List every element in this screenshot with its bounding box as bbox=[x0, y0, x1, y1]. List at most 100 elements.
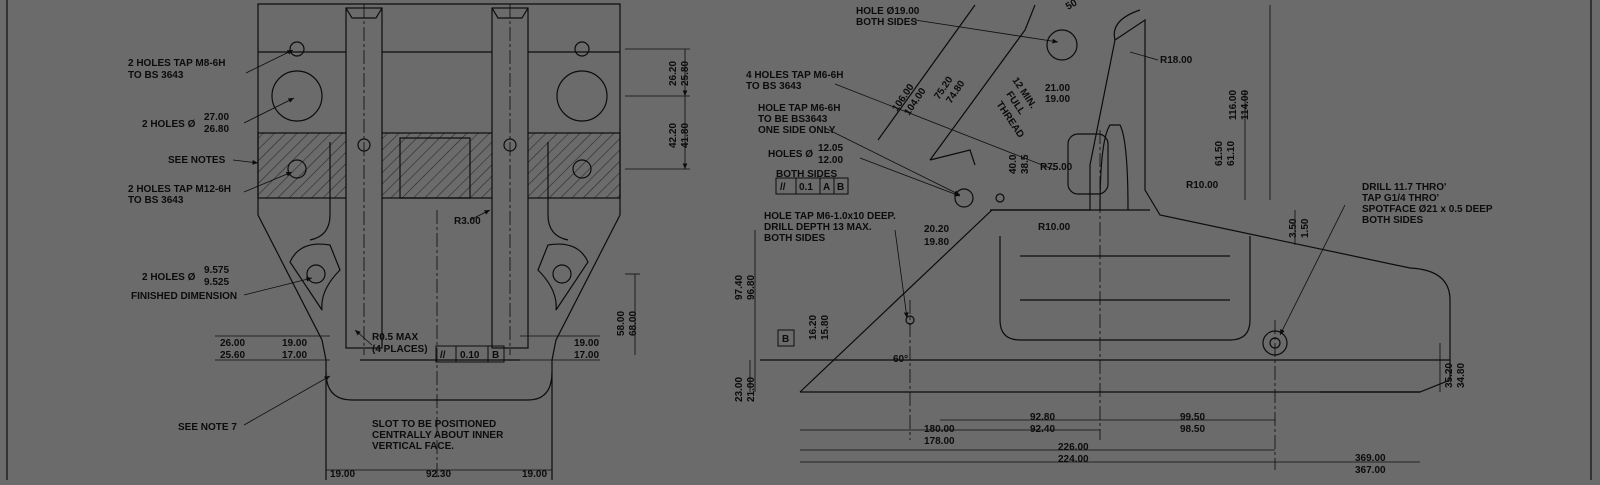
dim-58-00: 58.00 bbox=[616, 311, 627, 336]
right-body-outline bbox=[799, 18, 1451, 393]
fcf-left-symbol: // bbox=[440, 350, 446, 361]
fcf-right-datum1: A bbox=[823, 182, 830, 193]
note-tap-m8-line2: TO BS 3643 bbox=[128, 70, 184, 81]
dim-35-20: 35.20 bbox=[1444, 363, 1455, 388]
dim-61-10: 61.10 bbox=[1226, 141, 1237, 166]
dim-98-50: 98.50 bbox=[1180, 424, 1205, 435]
note-slot-line2: CENTRALLY ABOUT INNER bbox=[372, 430, 504, 441]
dim-r10-upper: R10.00 bbox=[1186, 180, 1219, 191]
dim-19-80: 19.80 bbox=[924, 237, 949, 248]
note-tapone-line2: TO BE BS3643 bbox=[758, 114, 828, 125]
left-view bbox=[215, 3, 690, 480]
dim-21-00: 21.00 bbox=[1045, 83, 1070, 94]
note-slot-line1: SLOT TO BE POSITIONED bbox=[372, 419, 496, 430]
right-view-labels: HOLE Ø19.00 BOTH SIDES 4 HOLES TAP M6-6H… bbox=[734, 0, 1493, 476]
note-r3: R3.00 bbox=[454, 216, 481, 227]
dim-61-50: 61.50 bbox=[1214, 141, 1225, 166]
dim-224: 224.00 bbox=[1058, 454, 1089, 465]
dim-3-50: 3.50 bbox=[1288, 218, 1299, 238]
note-see-notes: SEE NOTES bbox=[168, 155, 226, 166]
dim-19-bottom-left: 19.00 bbox=[330, 469, 355, 480]
note-drill-line4: BOTH SIDES bbox=[1362, 215, 1423, 226]
dim-26-00: 26.00 bbox=[220, 338, 245, 349]
dim-92-40: 92.40 bbox=[1030, 424, 1055, 435]
note-holes9575-upper: 9.575 bbox=[204, 265, 229, 276]
dim-96-80: 96.80 bbox=[746, 275, 757, 300]
dim-19-00: 19.00 bbox=[1045, 94, 1070, 105]
dim-19-00-right: 19.00 bbox=[574, 338, 599, 349]
note-holes27-lower: 26.80 bbox=[204, 124, 229, 135]
dim-23-00: 23.00 bbox=[734, 377, 745, 402]
datum-b-label: B bbox=[782, 334, 789, 345]
note-both-sides: BOTH SIDES bbox=[776, 169, 837, 180]
left-body-outline bbox=[257, 3, 621, 401]
dim-r10-lower: R10.00 bbox=[1038, 222, 1071, 233]
note-hole19-line1: HOLE Ø19.00 bbox=[856, 6, 920, 17]
note-holes12-prefix: HOLES Ø bbox=[768, 149, 813, 160]
dim-50: 50 bbox=[1064, 0, 1080, 13]
dim-19-bottom-right: 19.00 bbox=[522, 469, 547, 480]
note-tapone-line3: ONE SIDE ONLY bbox=[758, 125, 836, 136]
dim-114: 114.00 bbox=[1240, 90, 1251, 120]
dim-180: 180.00 bbox=[924, 424, 955, 435]
note-r05-line1: R0.5 MAX bbox=[372, 332, 418, 343]
fcf-right-symbol: // bbox=[780, 182, 786, 193]
fcf-right-value: 0.1 bbox=[799, 182, 813, 193]
note-holes27-prefix: 2 HOLES Ø bbox=[142, 119, 196, 130]
sheet-frame bbox=[6, 0, 1592, 480]
hatched-section bbox=[257, 132, 621, 199]
dim-17-00-right: 17.00 bbox=[574, 350, 599, 361]
note-holes9575-prefix: 2 HOLES Ø bbox=[142, 272, 196, 283]
note-tapone-line1: HOLE TAP M6-6H bbox=[758, 103, 840, 114]
note-tap4-line1: 4 HOLES TAP M6-6H bbox=[746, 70, 843, 81]
dim-r18: R18.00 bbox=[1160, 55, 1193, 66]
dim-16-20: 16.20 bbox=[808, 315, 819, 340]
note-tap-m8-line1: 2 HOLES TAP M8-6H bbox=[128, 58, 225, 69]
note-finished-dimension: FINISHED DIMENSION bbox=[131, 291, 237, 302]
fcf-right: // 0.1 A B bbox=[775, 177, 849, 195]
note-drill-line2: TAP G1/4 THRO' bbox=[1362, 193, 1439, 204]
note-holes27-upper: 27.00 bbox=[204, 112, 229, 123]
dim-92-80: 92.80 bbox=[1030, 412, 1055, 423]
note-drill-line1: DRILL 11.7 THRO' bbox=[1362, 182, 1446, 193]
note-slot-line3: VERTICAL FACE. bbox=[372, 441, 454, 452]
dim-25-60: 25.60 bbox=[220, 350, 245, 361]
note-drill-line3: SPOTFACE Ø21 x 0.5 DEEP bbox=[1362, 204, 1493, 215]
dim-26-20: 26.20 bbox=[668, 61, 679, 86]
dim-20-20: 20.20 bbox=[924, 224, 949, 235]
dim-42-20: 42.20 bbox=[668, 123, 679, 148]
dim-15-80: 15.80 bbox=[820, 315, 831, 340]
dim-226: 226.00 bbox=[1058, 442, 1089, 453]
dim-1-50: 1.50 bbox=[1300, 218, 1311, 238]
dim-34-80: 34.80 bbox=[1456, 363, 1467, 388]
note-holes12-lower: 12.00 bbox=[818, 155, 843, 166]
fcf-left-datum: B bbox=[492, 350, 499, 361]
dim-38-5: 38.5 bbox=[1020, 154, 1031, 174]
fcf-left-value: 0.10 bbox=[460, 350, 480, 361]
dim-116: 116.00 bbox=[1228, 90, 1239, 120]
note-tap4-line2: TO BS 3643 bbox=[746, 81, 802, 92]
dim-178: 178.00 bbox=[924, 436, 955, 447]
note-see-note-7: SEE NOTE 7 bbox=[178, 422, 237, 433]
dim-367: 367.00 bbox=[1355, 465, 1386, 476]
dim-19-00-left: 19.00 bbox=[282, 338, 307, 349]
note-hole19-line2: BOTH SIDES bbox=[856, 17, 917, 28]
dim-68-00: 68.00 bbox=[628, 311, 639, 336]
right-view bbox=[749, 4, 1451, 470]
note-tap-m12-line2: TO BS 3643 bbox=[128, 195, 184, 206]
note-holes9575-lower: 9.525 bbox=[204, 277, 229, 288]
fcf-right-datum2: B bbox=[837, 182, 844, 193]
dim-r75: R75.00 bbox=[1040, 162, 1073, 173]
left-view-labels: 2 HOLES TAP M8-6H TO BS 3643 2 HOLES Ø 2… bbox=[128, 58, 691, 480]
dim-41-80: 41.80 bbox=[680, 123, 691, 148]
note-r05-line2: (4 PLACES) bbox=[372, 344, 428, 355]
note-angle: 60° bbox=[893, 354, 908, 365]
note-tap-m12-line1: 2 HOLES TAP M12-6H bbox=[128, 184, 231, 195]
dim-99-50: 99.50 bbox=[1180, 412, 1205, 423]
dim-92-30: 92.30 bbox=[426, 469, 451, 480]
datum-b-box: B bbox=[777, 329, 795, 347]
dim-17-00-left: 17.00 bbox=[282, 350, 307, 361]
dim-25-80: 25.80 bbox=[680, 61, 691, 86]
